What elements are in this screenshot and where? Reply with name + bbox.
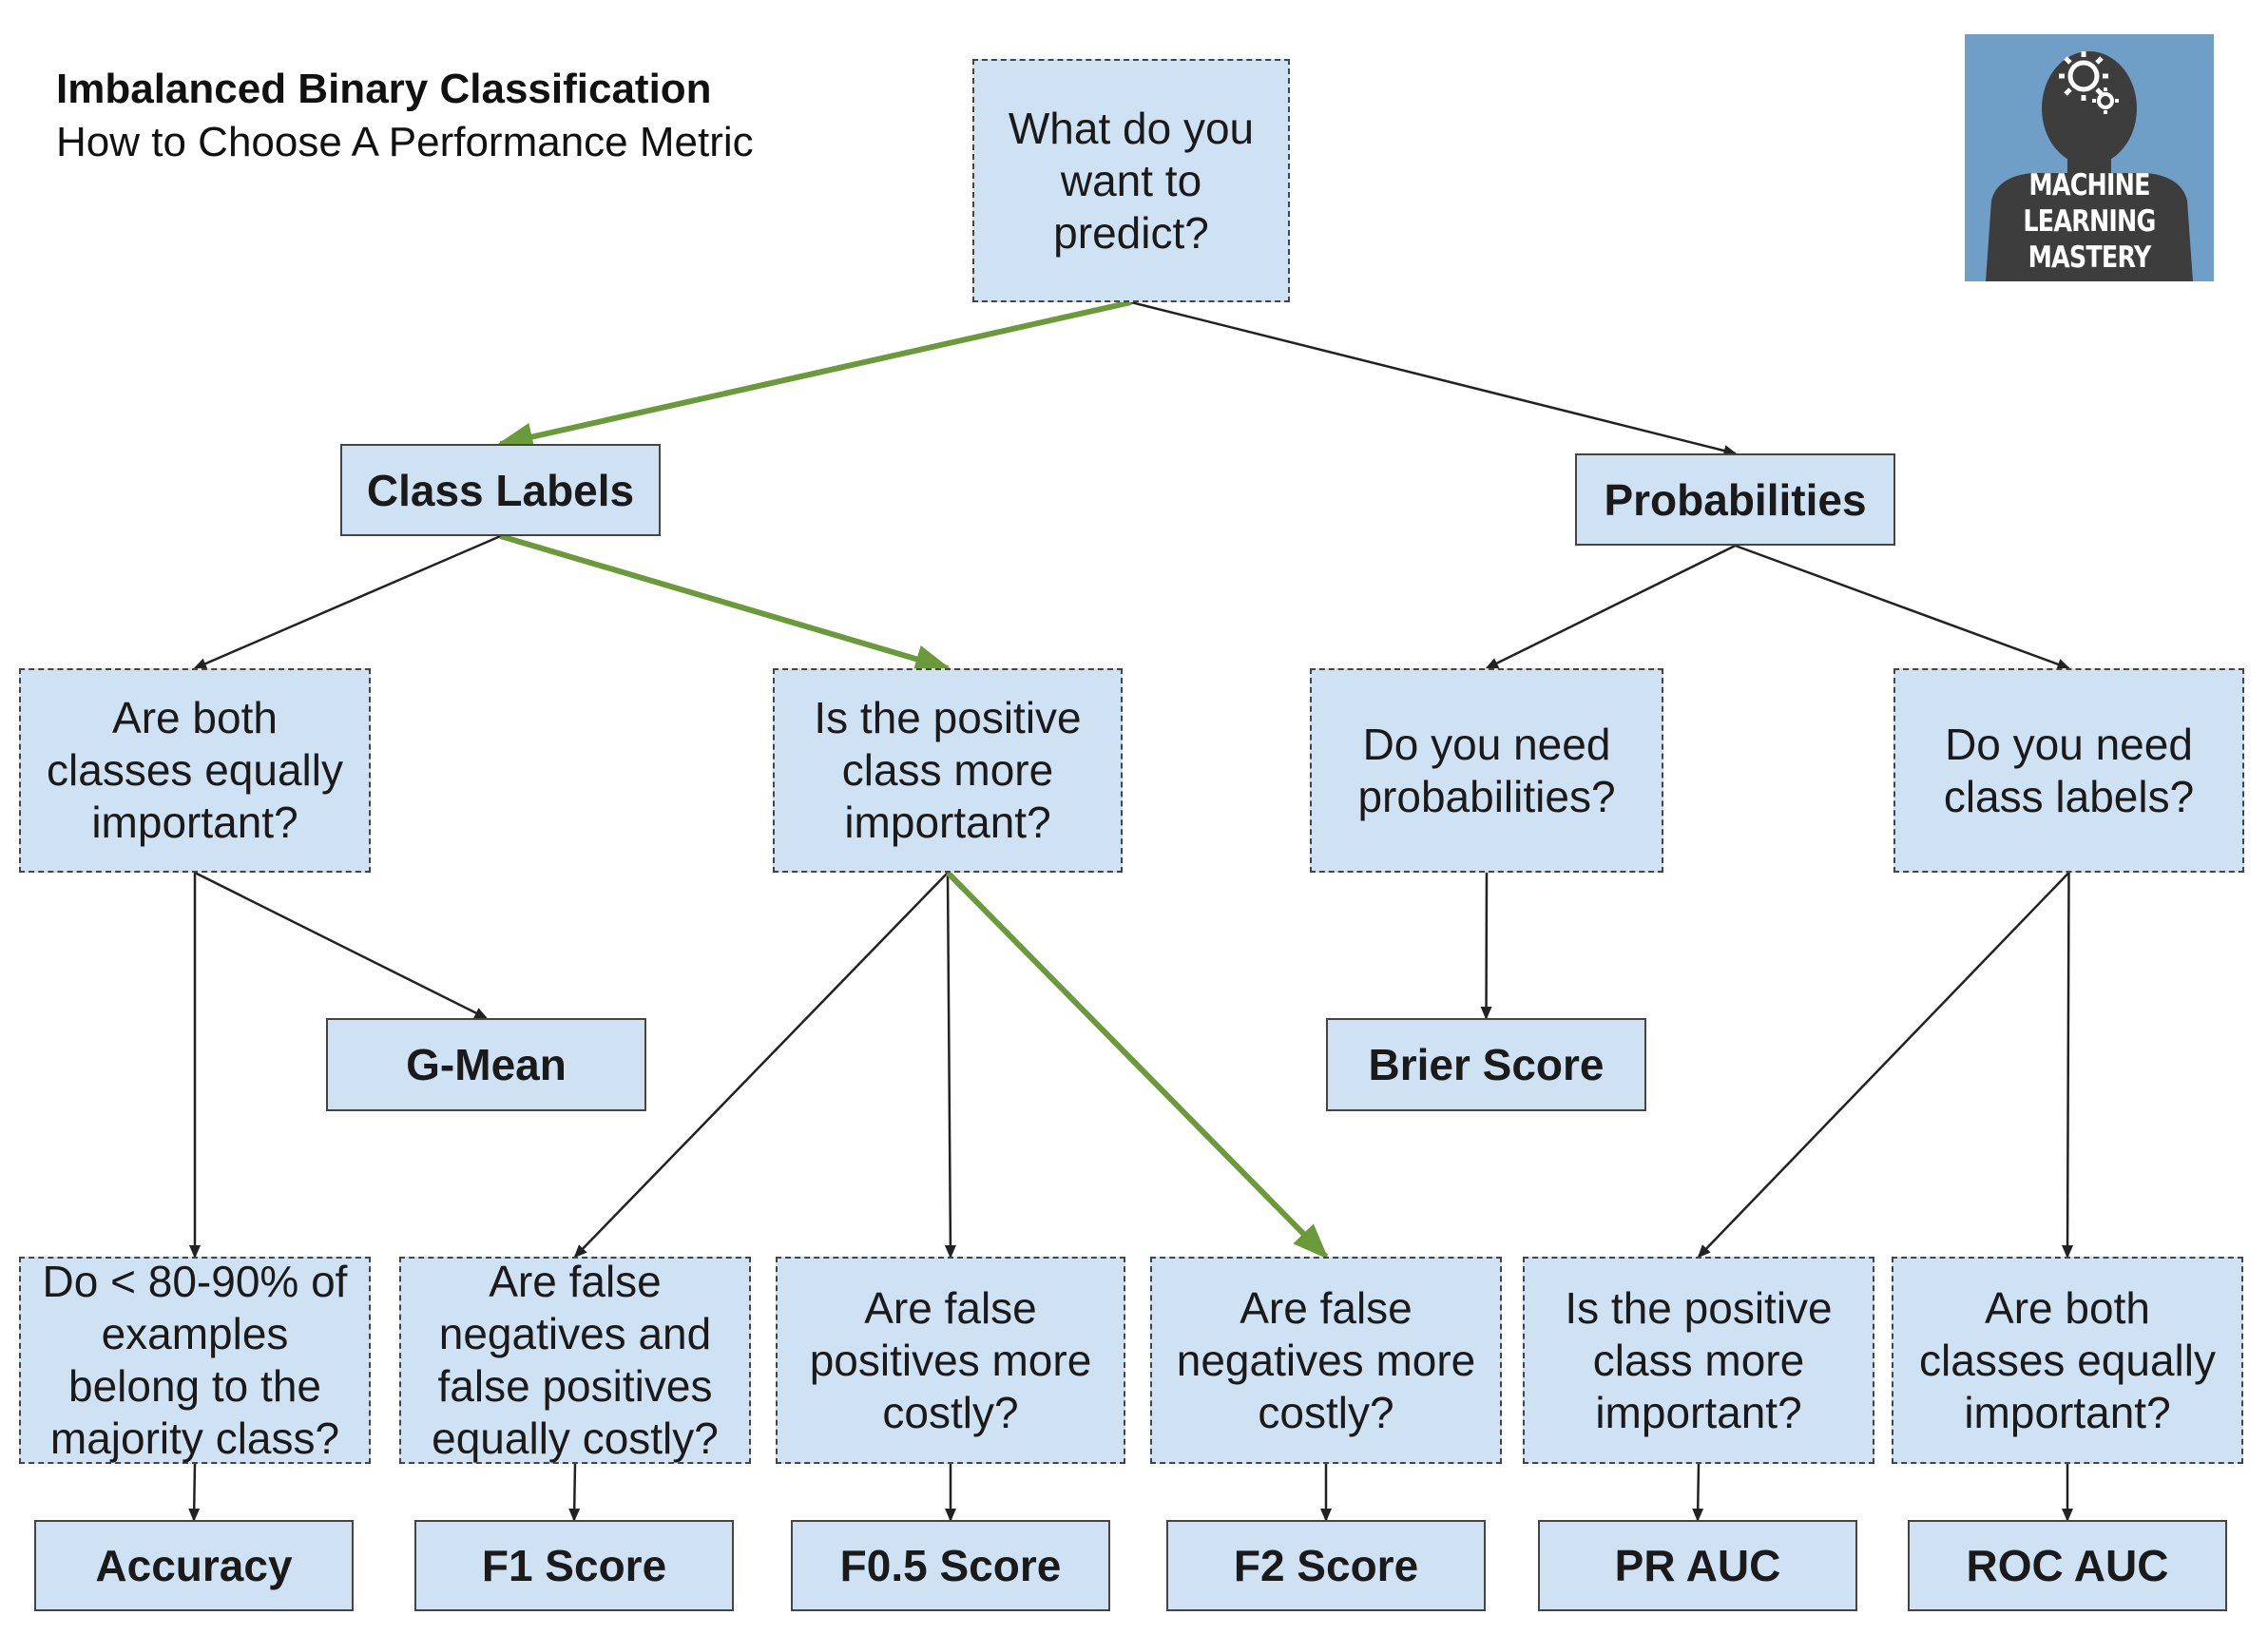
node-label: Are both classes equally important? (1919, 1282, 2216, 1437)
node-label: Probabilities (1604, 474, 1867, 525)
metric-accuracy: Accuracy (34, 1520, 354, 1611)
connector-q_both_equal-to-g_mean (194, 871, 489, 1020)
diagram-title: Imbalanced Binary Classification (56, 66, 712, 112)
question-fn-more-costly: Are false negatives more costly? (1150, 1257, 1502, 1464)
question-positive-class-important-2: Is the positive class more important? (1523, 1257, 1874, 1464)
title-block: Imbalanced Binary Classification How to … (56, 63, 754, 169)
question-need-class-labels: Do you need class labels? (1893, 668, 2244, 873)
connector-q_positive_important-to-q_fp_costly (944, 872, 956, 1259)
question-both-classes-equal: Are both classes equally important? (19, 668, 371, 873)
question-positive-class-important: Is the positive class more important? (773, 668, 1123, 873)
metric-g-mean: G-Mean (326, 1018, 646, 1111)
logo-line-learning: LEARNING (2023, 204, 2156, 239)
connector-q_need_probabilities-to-brier_score (1480, 872, 1492, 1020)
connector-root-to-class_labels (496, 299, 1132, 452)
connector-q_need_class_labels-to-q_both_equal_2 (2062, 872, 2074, 1259)
node-label: Do < 80-90% of examples belong to the ma… (42, 1257, 348, 1463)
node-label: Class Labels (366, 465, 635, 515)
logo-line-machine: MACHINE (2028, 168, 2150, 202)
logo-line-mastery: MASTERY (2028, 240, 2152, 275)
connector-q_fn_fp_equal-to-f1_score (568, 1463, 581, 1522)
connector-q_positive_important-to-q_fn_costly (945, 870, 1329, 1260)
connector-class_labels-to-q_both_equal (193, 534, 501, 670)
connector-probabilities-to-q_need_probabilities (1485, 544, 1737, 670)
node-label: Accuracy (95, 1541, 293, 1590)
metric-f1-score: F1 Score (414, 1520, 734, 1611)
node-label: ROC AUC (1966, 1541, 2169, 1590)
connector-q_need_class_labels-to-q_positive_important_2 (1697, 872, 2070, 1259)
connector-q_positive_important_2-to-pr_auc (1692, 1463, 1704, 1522)
question-what-to-predict: What do you want to predict? (972, 59, 1290, 302)
metric-brier-score: Brier Score (1326, 1018, 1646, 1111)
connector-root-to-probabilities (1130, 300, 1738, 456)
question-need-probabilities: Do you need probabilities? (1310, 668, 1663, 873)
node-label: F2 Score (1233, 1541, 1419, 1590)
metric-pr-auc: PR AUC (1538, 1520, 1857, 1611)
metric-f0-5-score: F0.5 Score (791, 1520, 1110, 1611)
question-majority-class: Do < 80-90% of examples belong to the ma… (19, 1257, 371, 1464)
metric-roc-auc: ROC AUC (1908, 1520, 2227, 1611)
node-label: Are both classes equally important? (47, 693, 343, 847)
connector-q_majority-to-accuracy (188, 1463, 201, 1522)
node-label: Are false positives more costly? (809, 1282, 1092, 1437)
connector-q_positive_important-to-q_fn_fp_equal (573, 872, 949, 1259)
connector-probabilities-to-q_need_class_labels (1735, 544, 2071, 670)
question-fn-fp-equally-costly: Are false negatives and false positives … (399, 1257, 751, 1464)
question-both-classes-equal-2: Are both classes equally important? (1892, 1257, 2243, 1464)
node-label: F1 Score (481, 1541, 667, 1590)
logo-text: MACHINE LEARNING MASTERY (1988, 167, 2192, 276)
node-label: What do you want to predict? (1008, 103, 1255, 258)
node-label: Are false negatives and false positives … (432, 1257, 719, 1463)
node-label: F0.5 Score (839, 1541, 1062, 1590)
diagram-subtitle: How to Choose A Performance Metric (56, 119, 754, 165)
node-label: G-Mean (406, 1040, 567, 1089)
connector-class_labels-to-q_positive_important (499, 533, 951, 673)
node-label: PR AUC (1614, 1541, 1781, 1590)
metric-f2-score: F2 Score (1166, 1520, 1486, 1611)
node-label: Is the positive class more important? (1565, 1282, 1833, 1437)
option-class-labels: Class Labels (340, 444, 661, 536)
node-label: Do you need probabilities? (1357, 719, 1616, 821)
option-probabilities: Probabilities (1575, 453, 1895, 546)
node-label: Do you need class labels? (1943, 719, 2195, 821)
machine-learning-mastery-logo: MACHINE LEARNING MASTERY (1965, 34, 2214, 281)
node-label: Is the positive class more important? (814, 693, 1082, 847)
question-fp-more-costly: Are false positives more costly? (776, 1257, 1125, 1464)
node-label: Brier Score (1368, 1040, 1605, 1089)
gear-head-icon (1986, 51, 2193, 281)
node-label: Are false negatives more costly? (1176, 1282, 1476, 1437)
